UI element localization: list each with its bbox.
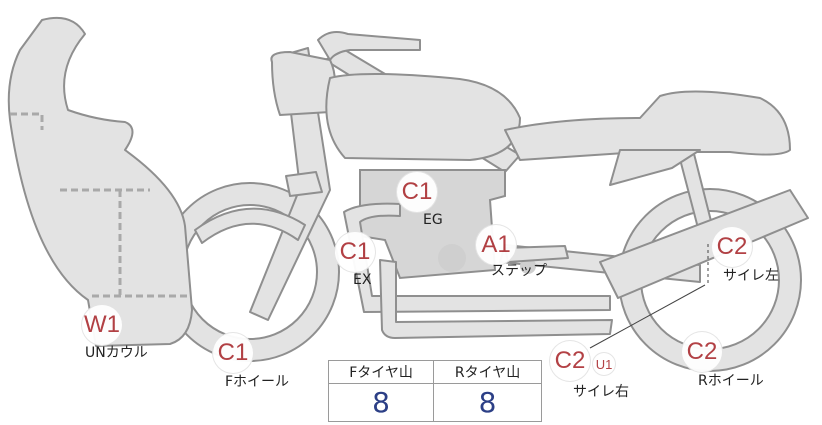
front-wheel-label: Fホイール: [225, 374, 290, 390]
engine-label: EG: [423, 212, 443, 228]
silencer-right-extra-marker: U1: [593, 353, 615, 375]
exhaust-label: EX: [353, 272, 372, 288]
exhaust-marker: C1: [335, 232, 375, 272]
step-label: ステップ: [491, 263, 547, 279]
step-marker: A1: [476, 225, 516, 265]
silencer-right-marker: C2: [550, 341, 590, 381]
tire-tread-table: Fタイヤ山 Rタイヤ山 8 8: [327, 359, 542, 422]
silencer-left-label: サイレ左: [723, 268, 779, 284]
rear-tread-value: 8: [433, 383, 542, 422]
silencer-right-label: サイレ右: [573, 384, 629, 400]
rear-wheel-marker: C2: [682, 332, 722, 372]
rear-wheel-label: Rホイール: [698, 373, 764, 389]
front-tread-header: Fタイヤ山: [327, 359, 435, 385]
front-cowl-marker: W1: [82, 305, 122, 345]
front-wheel-marker: C1: [213, 333, 253, 373]
engine-marker: C1: [397, 172, 437, 212]
rear-tread-header: Rタイヤ山: [433, 359, 542, 385]
front-cowl-label: UNカウル: [85, 345, 148, 361]
silencer-left-marker: C2: [712, 227, 752, 267]
front-tread-value: 8: [327, 383, 435, 422]
